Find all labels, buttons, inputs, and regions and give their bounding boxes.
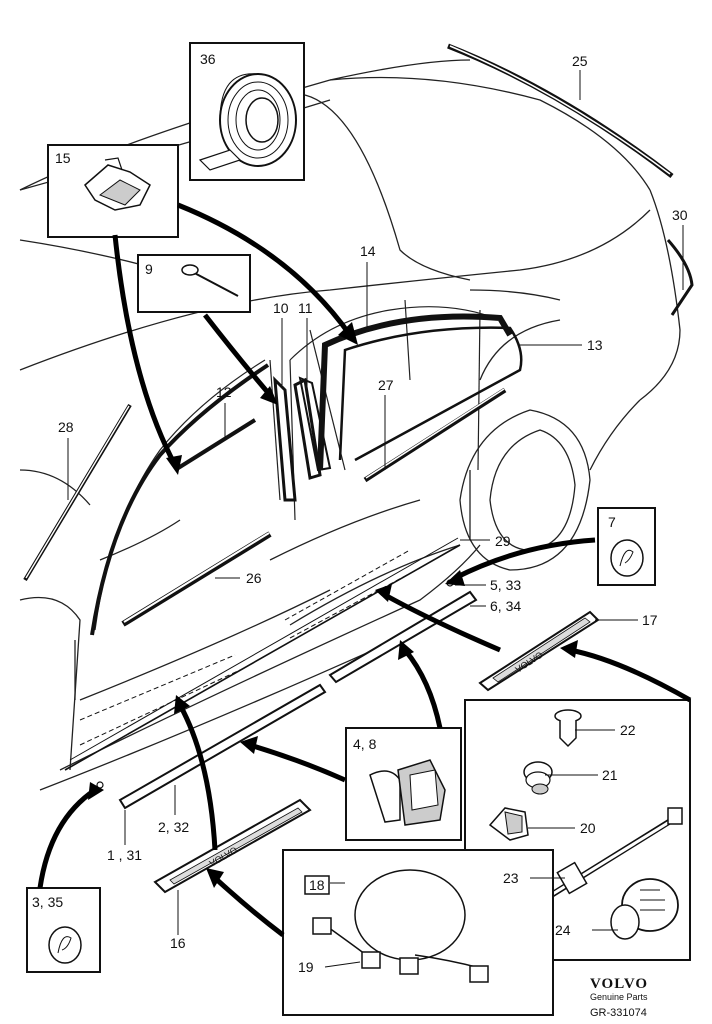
brand-block: VOLVO Genuine Parts GR-331074 [590,976,648,1019]
callout-18: 18 [309,877,325,893]
callout-30: 30 [672,207,688,223]
callout-23: 23 [503,870,519,886]
car-body-outline [19,59,681,791]
inset-7 [597,507,656,586]
sill-cover-2-32 [118,683,327,810]
rear-trim-30 [666,239,694,316]
callout-3-35: 3, 35 [32,894,63,910]
callout-24: 24 [555,922,571,938]
callout-36: 36 [200,51,216,67]
door-moulding-26 [121,531,272,627]
pointer-arrows [37,202,692,937]
callout-2-32: 2, 32 [158,819,189,835]
window-strip-27 [363,387,507,483]
arrow-heads [88,322,578,888]
callout-26: 26 [246,570,262,586]
callout-4-8: 4, 8 [353,736,377,752]
rear-door-seal-14 [317,313,513,471]
inset-3-35 [26,887,101,973]
brand-tagline: Genuine Parts [590,992,648,1002]
callout-10: 10 [273,300,289,316]
callout-28: 28 [58,419,74,435]
callout-21: 21 [602,767,618,783]
rear-door-seal-13 [338,326,523,462]
callout-19: 19 [298,959,314,975]
brand-name: VOLVO [590,976,648,992]
callout-15: 15 [55,150,71,166]
callout-22: 22 [620,722,636,738]
callout-13: 13 [587,337,603,353]
callout-29: 29 [495,533,511,549]
callout-25: 25 [572,53,588,69]
pillar-cover-10 [273,376,297,502]
callout-7: 7 [608,514,616,530]
callout-17: 17 [642,612,658,628]
door-frames [94,299,501,631]
diagram-reference: GR-331074 [590,1007,647,1019]
callout-5-33: 5, 33 [490,577,521,593]
callout-27: 27 [378,377,394,393]
callout-12: 12 [216,384,232,400]
sill-cover-6-34 [328,590,478,684]
callout-9: 9 [145,261,153,277]
callout-1-31: 1 , 31 [107,847,142,863]
inset-9 [137,254,251,313]
callout-11: 11 [298,300,313,316]
callout-14: 14 [360,243,376,259]
callout-20: 20 [580,820,596,836]
door-strip-12 [173,418,257,472]
inset-15 [47,144,179,238]
callout-6-34: 6, 34 [490,598,521,614]
inset-4-8 [345,727,462,841]
callout-16: 16 [170,935,186,951]
leader-lines [67,70,684,968]
sill-plate-16: VOLVO [153,798,312,894]
front-door-frame-strip [90,363,270,636]
inset-36 [189,42,305,181]
